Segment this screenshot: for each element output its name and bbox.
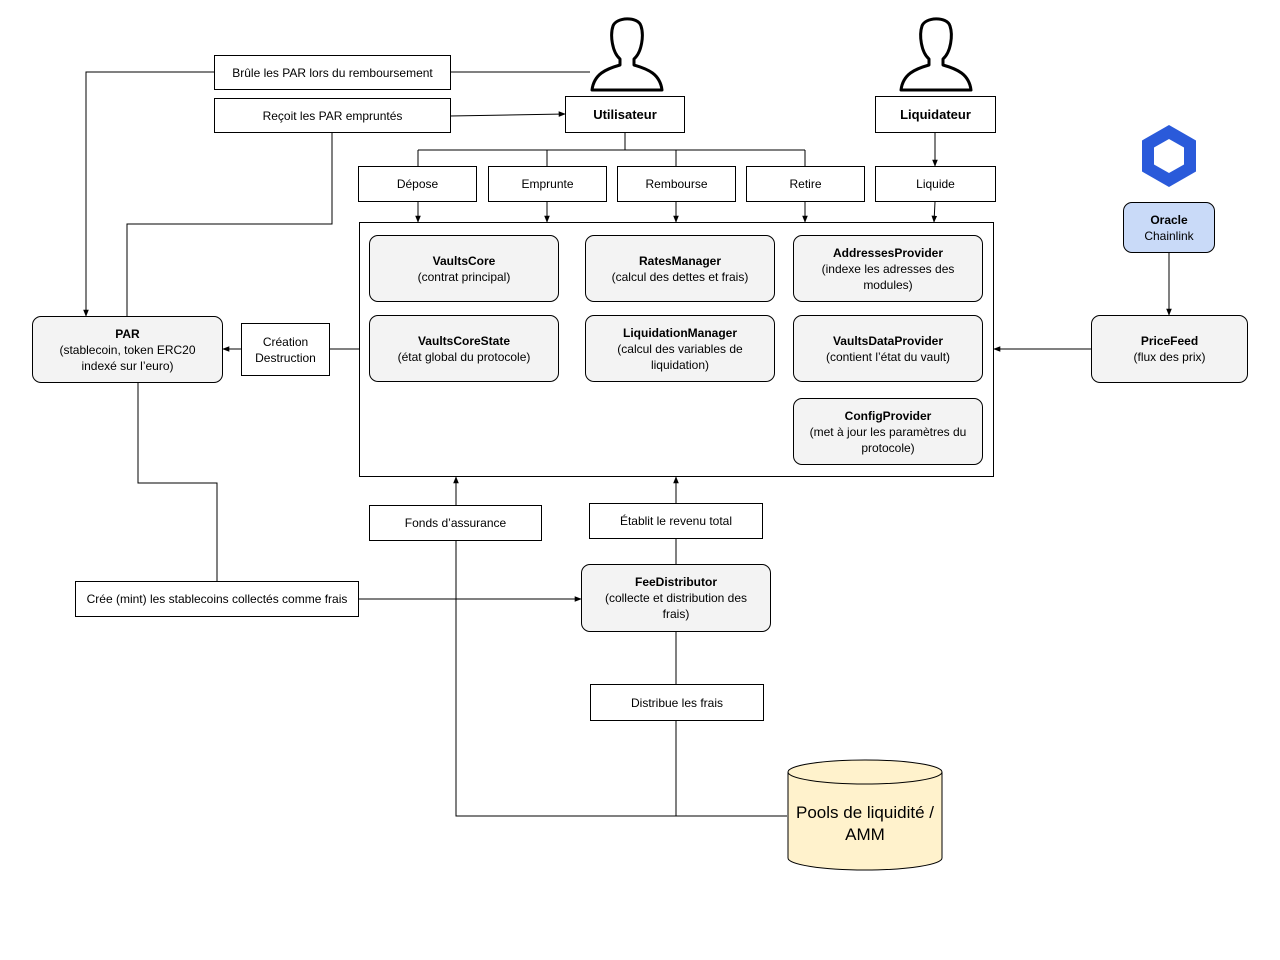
fee-distributor-desc: (collecte et distribution des frais) <box>604 591 748 621</box>
action-rembourse-label: Rembourse <box>645 177 708 191</box>
protocol-container <box>359 222 994 477</box>
action-depose-label: Dépose <box>396 177 439 191</box>
total-revenue-text: Établit le revenu total <box>619 514 733 528</box>
action-retire: Retire <box>746 166 865 202</box>
receive-label: Reçoit les PAR empruntés <box>214 98 451 133</box>
insurance-fund-label: Fonds d’assurance <box>369 505 542 541</box>
module-desc: (contient l’état du vault) <box>825 349 951 364</box>
action-liquide: Liquide <box>875 166 996 202</box>
par-title: PAR <box>115 326 140 341</box>
module-desc: (état global du protocole) <box>397 349 531 364</box>
liquidity-pools-text: Pools de liquidité / AMM <box>796 803 934 844</box>
chainlink-logo-icon <box>1142 125 1196 187</box>
destruction-text: Destruction <box>255 350 316 365</box>
par-desc: (stablecoin, token ERC20 indexé sur l’eu… <box>59 342 196 373</box>
action-liquide-label: Liquide <box>916 177 955 191</box>
action-emprunte: Emprunte <box>488 166 607 202</box>
module-title: AddressesProvider <box>832 245 944 260</box>
module-title: RatesManager <box>638 253 722 268</box>
module-config-provider: ConfigProvider (met à jour les paramètre… <box>793 398 983 465</box>
action-retire-label: Retire <box>789 177 822 191</box>
distribute-fees-text: Distribue les frais <box>630 695 724 710</box>
creation-text: Création <box>262 334 309 349</box>
oracle-title: Oracle <box>1150 212 1188 227</box>
module-title: ConfigProvider <box>844 408 932 423</box>
action-rembourse: Rembourse <box>617 166 736 202</box>
insurance-fund-text: Fonds d’assurance <box>404 516 507 530</box>
module-title: VaultsCore <box>432 253 496 268</box>
mint-fees-label: Crée (mint) les stablecoins collectés co… <box>75 581 359 617</box>
price-feed-title: PriceFeed <box>1140 334 1199 348</box>
fee-distributor-title: FeeDistributor <box>634 575 717 589</box>
creation-destruction-label: Création Destruction <box>241 323 330 376</box>
module-rates-manager: RatesManager (calcul des dettes et frais… <box>585 235 775 302</box>
total-revenue-label: Établit le revenu total <box>589 503 763 539</box>
mint-fees-text: Crée (mint) les stablecoins collectés co… <box>86 592 348 606</box>
module-title: LiquidationManager <box>623 325 737 340</box>
receive-label-text: Reçoit les PAR empruntés <box>262 108 403 123</box>
module-desc: (met à jour les paramètres du protocole) <box>809 424 967 455</box>
oracle-box: Oracle Chainlink <box>1123 202 1215 253</box>
oracle-desc: Chainlink <box>1144 228 1194 243</box>
price-feed-desc: (flux des prix) <box>1133 350 1206 364</box>
liquidator-person-icon <box>899 17 973 92</box>
module-title: VaultsCoreState <box>417 333 511 348</box>
module-desc: (contrat principal) <box>417 269 511 284</box>
liquidator-box: Liquidateur <box>875 96 996 133</box>
user-label: Utilisateur <box>593 106 657 122</box>
action-emprunte-label: Emprunte <box>521 177 574 191</box>
user-person-icon <box>590 17 664 92</box>
module-vaults-data-provider: VaultsDataProvider (contient l’état du v… <box>793 315 983 382</box>
action-depose: Dépose <box>358 166 477 202</box>
fee-distributor-box: FeeDistributor (collecte et distribution… <box>581 564 771 632</box>
price-feed-box: PriceFeed (flux des prix) <box>1091 315 1248 383</box>
module-addresses-provider: AddressesProvider (indexe les adresses d… <box>793 235 983 302</box>
distribute-fees-label: Distribue les frais <box>590 684 764 721</box>
burn-label-text: Brûle les PAR lors du remboursement <box>232 65 433 80</box>
module-vaults-core: VaultsCore (contrat principal) <box>369 235 559 302</box>
liquidity-pools-label: Pools de liquidité / AMM <box>790 802 940 846</box>
module-liquidation-manager: LiquidationManager (calcul des variables… <box>585 315 775 382</box>
user-box: Utilisateur <box>565 96 685 133</box>
burn-label: Brûle les PAR lors du remboursement <box>214 55 451 90</box>
module-desc: (calcul des dettes et frais) <box>611 269 749 284</box>
par-token-box: PAR (stablecoin, token ERC20 indexé sur … <box>32 316 223 383</box>
module-desc: (calcul des variables de liquidation) <box>617 341 743 372</box>
module-title: VaultsDataProvider <box>832 333 944 348</box>
database-cylinder-icon <box>787 759 943 871</box>
liquidator-label: Liquidateur <box>900 106 971 122</box>
module-desc: (indexe les adresses des modules) <box>821 261 955 292</box>
module-vaults-core-state: VaultsCoreState (état global du protocol… <box>369 315 559 382</box>
